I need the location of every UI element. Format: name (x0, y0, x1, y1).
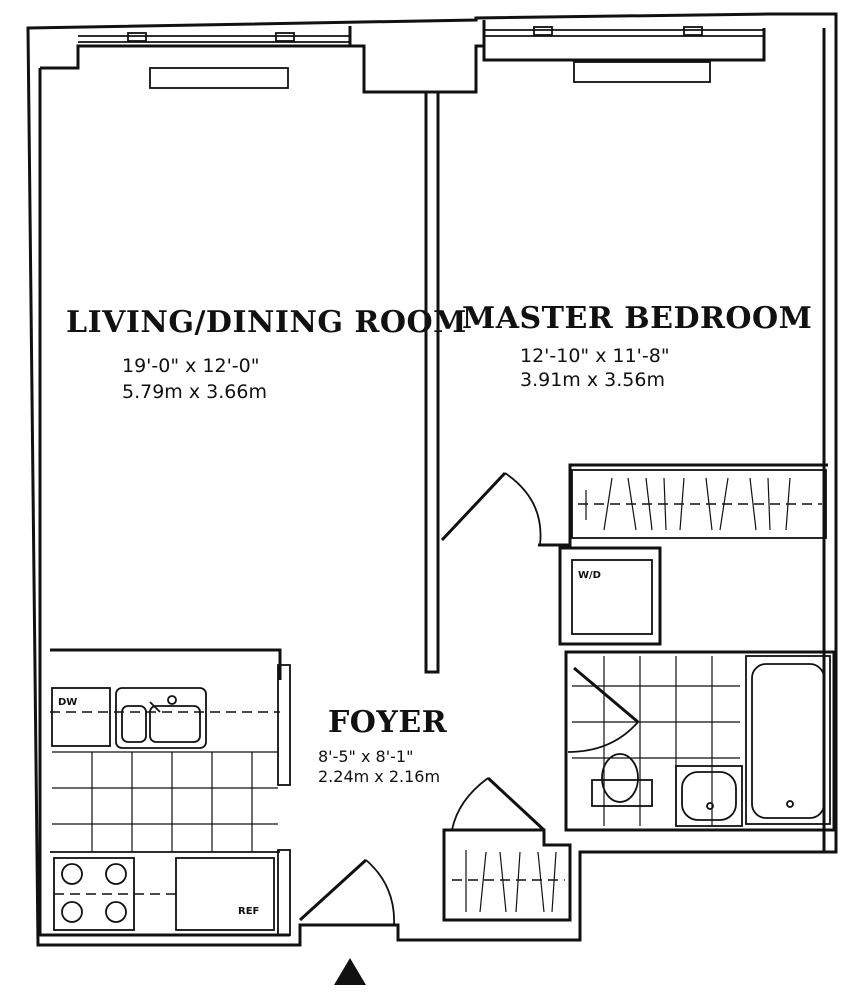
bedroom-door (440, 463, 828, 547)
bedroom-dim-imperial: 12'-10" x 11'-8" (520, 345, 670, 367)
entrance-door (298, 858, 395, 927)
refrigerator-label: REF (238, 906, 259, 917)
window-bedroom (484, 26, 764, 83)
bedroom-dim-metric: 3.91m x 3.56m (520, 369, 665, 391)
foyer-closet (442, 776, 572, 922)
window-living (78, 32, 350, 89)
living-room-dim-metric: 5.79m x 3.66m (122, 381, 267, 403)
foyer-dim-metric: 2.24m x 2.16m (318, 767, 440, 786)
living-room-name: LIVING/DINING ROOM (66, 305, 467, 340)
washer-dryer-label: W/D (578, 570, 601, 581)
foyer-dim-imperial: 8'-5" x 8'-1" (318, 747, 413, 766)
kitchen-sink (115, 687, 207, 749)
dishwasher (51, 687, 111, 747)
refrigerator (175, 857, 275, 931)
washer-dryer-closet (558, 546, 662, 646)
bathroom-sink (675, 765, 743, 827)
structural-column (348, 26, 484, 94)
toilet (591, 753, 653, 807)
exterior-walls (26, 12, 838, 947)
foyer-name: FOYER (328, 705, 448, 740)
bedroom-closet (571, 469, 827, 539)
stove (53, 857, 176, 931)
kitchen (50, 648, 291, 936)
partition-wall (424, 90, 440, 674)
dishwasher-label: DW (58, 697, 77, 708)
bedroom-name: MASTER BEDROOM (462, 301, 812, 336)
entrance-triangle-icon (334, 958, 366, 985)
living-room-dim-imperial: 19'-0" x 12'-0" (122, 355, 260, 377)
bathroom (564, 650, 836, 832)
